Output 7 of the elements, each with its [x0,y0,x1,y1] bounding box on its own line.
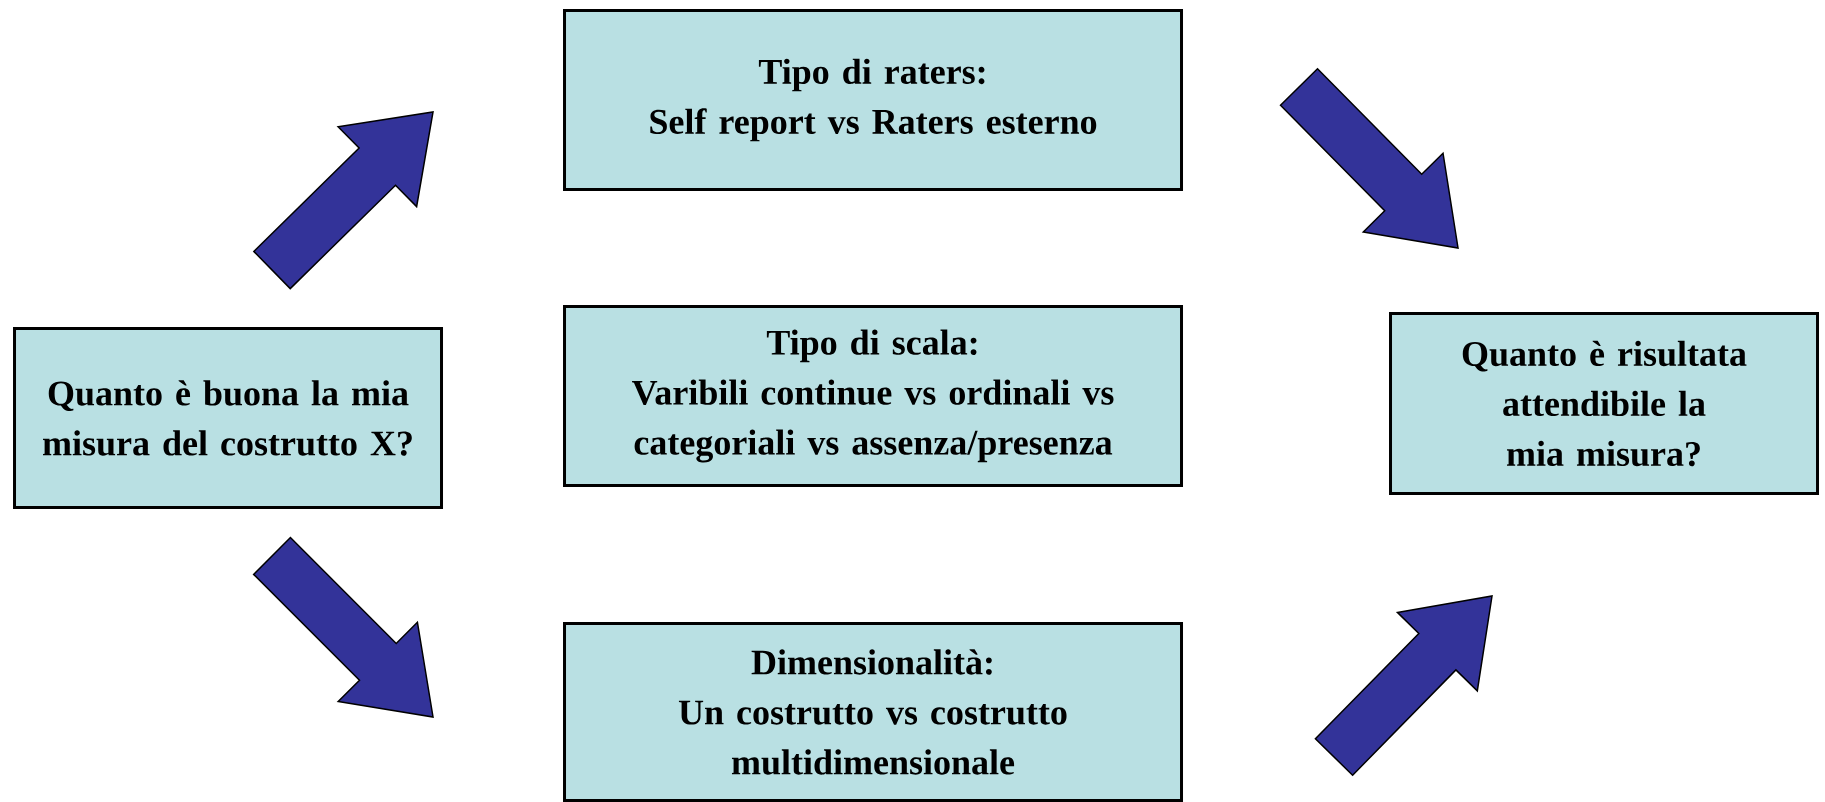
question-box: Quanto è risultata attendibile la mia misura? [1389,312,1819,495]
block-arrow [1279,67,1459,249]
question-box: Quanto è buona la mia misura del costrutto X? [13,327,443,509]
topic-box: Dimensionalità: Un costrutto vs costrutto multidimensionale [563,622,1183,802]
topic-box: Tipo di raters: Self report vs Raters esterno [563,9,1183,191]
topic-box: Tipo di scala: Varibili continue vs ordinali vs categoriali vs assenza/presenza [563,305,1183,487]
block-arrow [252,536,434,718]
